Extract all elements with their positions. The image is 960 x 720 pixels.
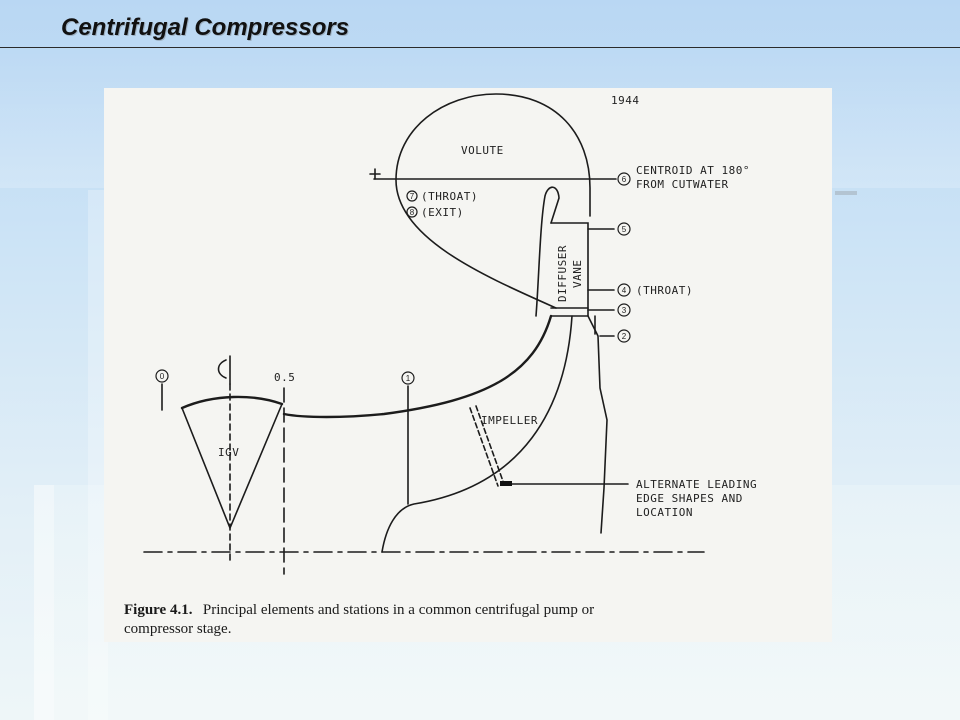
diffuser-vane-box [550,222,589,317]
igv-cone [181,403,283,531]
volute-outline [395,93,591,309]
igv-top [180,395,284,410]
figure-caption-line2: compressor stage. [124,621,231,637]
compressor-diagram: 0 1 2 3 4 5 6 7 8 1944 VOLUTE (THROAT) (… [124,93,757,637]
igv-label: IGV [218,446,239,459]
volute-tongue [535,186,560,317]
figure-caption-line1: Figure 4.1. Principal elements and stati… [124,601,594,618]
station-7: 7 [410,192,415,201]
centerline-05-label: 0.5 [274,371,295,384]
exit-8-label: (EXIT) [421,206,464,219]
background-pillar [88,190,108,720]
volute-label: VOLUTE [461,144,504,157]
impeller-label: IMPELLER [481,414,538,427]
figure-panel: 0 1 2 3 4 5 6 7 8 1944 VOLUTE (THROAT) (… [104,88,832,642]
back-face [587,315,608,534]
centroid-label-line1: CENTROID AT 180° [636,164,750,177]
throat-7-label: (THROAT) [421,190,478,203]
station-3: 3 [622,306,627,315]
station-4: 4 [622,286,627,295]
shroud-curve [282,314,553,419]
alternate-label-line3: LOCATION [636,506,693,519]
throat-4-label: (THROAT) [636,284,693,297]
station-5: 5 [622,225,627,234]
station-8: 8 [410,208,415,217]
year-mark: 1944 [611,94,640,107]
slide-title: Centrifugal Compressors [61,14,350,41]
station-6: 6 [622,175,627,184]
station-2: 2 [622,332,627,341]
station-1: 1 [406,374,411,383]
alternate-label-line1: ALTERNATE LEADING [636,478,757,491]
background-pillar [34,485,54,720]
figure-caption-label: Figure 4.1. [124,602,193,618]
diffuser-label: DIFFUSER [556,245,569,302]
centroid-label-line2: FROM CUTWATER [636,178,729,191]
vane-label: VANE [571,260,584,289]
hub-curve [381,315,573,553]
figure-caption-text1: Principal elements and stations in a com… [203,602,594,618]
leading-edge-dashed [469,407,499,487]
station-0: 0 [160,372,165,381]
title-divider [0,47,960,48]
alternate-label-line2: EDGE SHAPES AND [636,492,743,505]
background-bar [835,191,857,195]
